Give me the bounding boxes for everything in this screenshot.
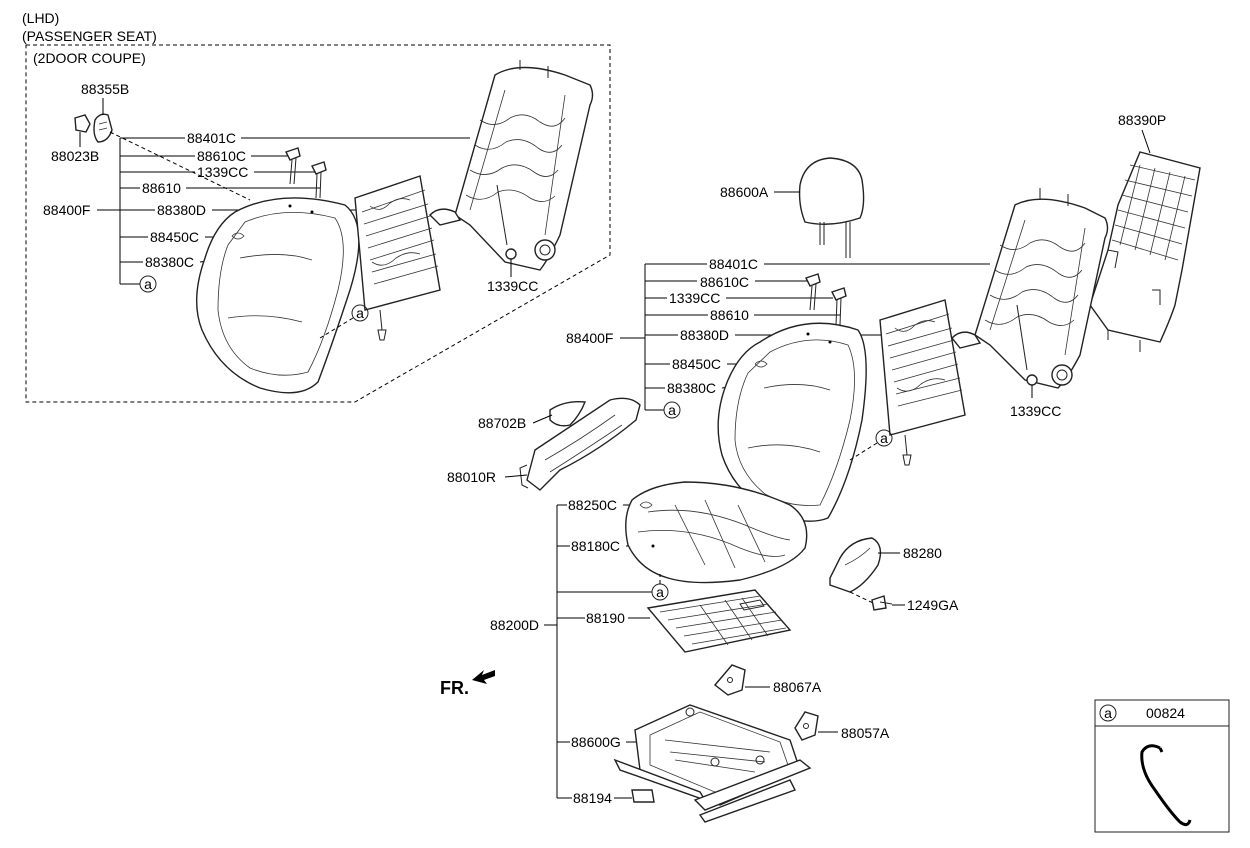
headrest xyxy=(798,157,865,258)
seatback-frame xyxy=(951,188,1109,389)
label-88400F: 88400F xyxy=(566,330,613,346)
seat-track-frame xyxy=(613,704,812,823)
coupe-label-1339CC-lower: 1339CC xyxy=(487,278,538,294)
ref-a-1: a xyxy=(668,402,676,418)
label-88401C: 88401C xyxy=(709,256,758,272)
label-88250C: 88250C xyxy=(568,497,617,513)
label-88600G: 88600G xyxy=(571,734,621,750)
side-shield-cover xyxy=(519,397,641,491)
label-88600A: 88600A xyxy=(720,184,769,200)
cushion-spring-mat xyxy=(646,589,792,653)
label-88280: 88280 xyxy=(903,545,942,561)
coupe-ref-circle-2 xyxy=(351,304,369,322)
label-88380D: 88380D xyxy=(680,327,729,343)
coupe-label-88610C: 88610C xyxy=(197,148,246,164)
switch-88194 xyxy=(631,789,655,803)
header-passenger-seat: (PASSENGER SEAT) xyxy=(22,28,157,44)
label-88450C: 88450C xyxy=(672,356,721,372)
label-1339CC-upper: 1339CC xyxy=(669,290,720,306)
coupe-ref-a-1: a xyxy=(144,276,152,292)
coupe-section-title: (2DOOR COUPE) xyxy=(33,50,146,66)
coupe-ref-circle-1 xyxy=(139,275,157,293)
ref-a-3: a xyxy=(656,584,664,600)
coupe-label-88380C: 88380C xyxy=(145,254,194,270)
lumbar-support xyxy=(879,299,966,466)
label-88057A: 88057A xyxy=(841,725,890,741)
outer-side-shield xyxy=(829,537,882,593)
bolt-1339CC xyxy=(1026,374,1038,386)
ref-circle-1 xyxy=(663,401,681,419)
label-88610: 88610 xyxy=(710,307,749,323)
front-direction-label: FR. xyxy=(440,678,469,698)
coupe-lumbar-support xyxy=(354,175,441,341)
coupe-label-88380D: 88380D xyxy=(157,202,206,218)
coupe-seatback-cover xyxy=(195,197,360,394)
coupe-headrest-guide-pins xyxy=(285,147,327,199)
label-1249GA: 1249GA xyxy=(907,597,959,613)
headrest-guide-pins xyxy=(805,273,847,326)
coupe-section-boundary xyxy=(25,44,611,403)
label-88194: 88194 xyxy=(573,790,612,806)
coupe-ref-a-2: a xyxy=(356,305,364,321)
coupe-label-88610: 88610 xyxy=(142,180,181,196)
coupe-label-88401C: 88401C xyxy=(187,130,236,146)
bracket-88067A xyxy=(713,664,746,696)
label-88390P: 88390P xyxy=(1118,112,1166,128)
label-1339CC-lower: 1339CC xyxy=(1010,403,1061,419)
header-lhd: (LHD) xyxy=(22,10,59,26)
seat-cushion xyxy=(625,481,808,584)
coupe-label-1339CC-upper: 1339CC xyxy=(197,164,248,180)
label-88190: 88190 xyxy=(586,610,625,626)
coupe-label-88023B: 88023B xyxy=(51,148,99,164)
label-88702B: 88702B xyxy=(478,415,526,431)
label-88067A: 88067A xyxy=(773,679,822,695)
seatback-cover xyxy=(717,322,867,522)
label-88380C: 88380C xyxy=(667,380,716,396)
label-88610C: 88610C xyxy=(700,274,749,290)
clip-00824-icon xyxy=(1140,744,1192,827)
coupe-label-88355B: 88355B xyxy=(81,81,129,97)
screw-1249GA xyxy=(871,595,893,611)
coupe-bolt-1339CC xyxy=(505,248,517,260)
front-direction-arrow-icon xyxy=(472,670,495,684)
coupe-headrest-guide-parts xyxy=(74,113,113,143)
ref-circle-2 xyxy=(875,429,893,447)
label-88200D: 88200D xyxy=(490,617,539,633)
label-88180C: 88180C xyxy=(571,538,620,554)
label-88010R: 88010R xyxy=(447,469,496,485)
coupe-seatback-frame xyxy=(429,60,594,271)
legend-part-00824: 00824 xyxy=(1146,705,1185,721)
seatback-rear-panel xyxy=(1089,151,1201,352)
ref-a-2: a xyxy=(880,430,888,446)
legend-ref-a: a xyxy=(1104,705,1112,721)
coupe-label-88450C: 88450C xyxy=(150,229,199,245)
coupe-label-88400F: 88400F xyxy=(43,202,90,218)
legend-box: a 00824 xyxy=(1094,699,1230,833)
bracket-88057A xyxy=(794,711,819,741)
